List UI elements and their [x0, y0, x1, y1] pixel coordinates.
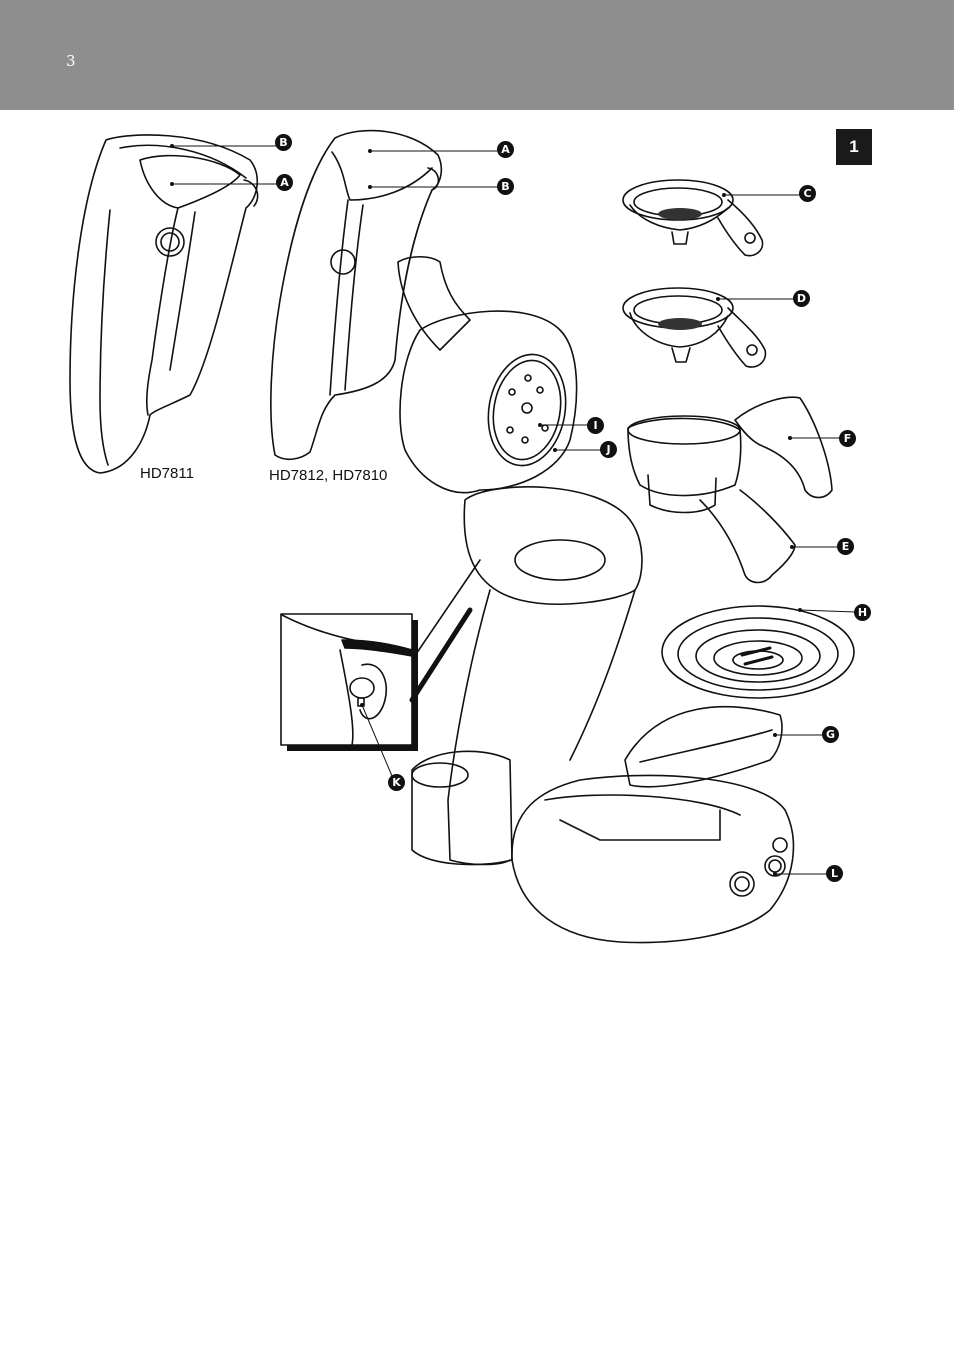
- callout-j: J: [600, 441, 617, 458]
- water-reservoir-hd7812: [271, 131, 441, 460]
- callout-d: D: [793, 290, 810, 307]
- machine-body: [398, 257, 642, 865]
- callout-k: K: [388, 774, 405, 791]
- water-reservoir-hd7811: [70, 135, 258, 473]
- callout-f: F: [839, 430, 856, 447]
- callout-a-left: A: [276, 174, 293, 191]
- callout-e: E: [837, 538, 854, 555]
- callout-l: L: [826, 865, 843, 882]
- callout-c: C: [799, 185, 816, 202]
- drip-tray-h: [662, 606, 854, 698]
- inset-detail: [281, 560, 480, 751]
- callout-h: H: [854, 604, 871, 621]
- callout-i: I: [587, 417, 604, 434]
- pod-holder-d: [623, 288, 765, 367]
- pod-holder-c: [623, 180, 763, 256]
- model-label-hd7811: HD7811: [140, 465, 194, 482]
- model-label-hd7812-hd7810: HD7812, HD7810: [269, 467, 387, 484]
- callout-g: G: [822, 726, 839, 743]
- machine-base: [512, 775, 794, 942]
- coffee-outlet-e: [628, 416, 795, 583]
- callout-b-middle: B: [497, 178, 514, 195]
- callout-a-middle: A: [497, 141, 514, 158]
- callout-b-left: B: [275, 134, 292, 151]
- outlet-cover-f: [735, 397, 832, 497]
